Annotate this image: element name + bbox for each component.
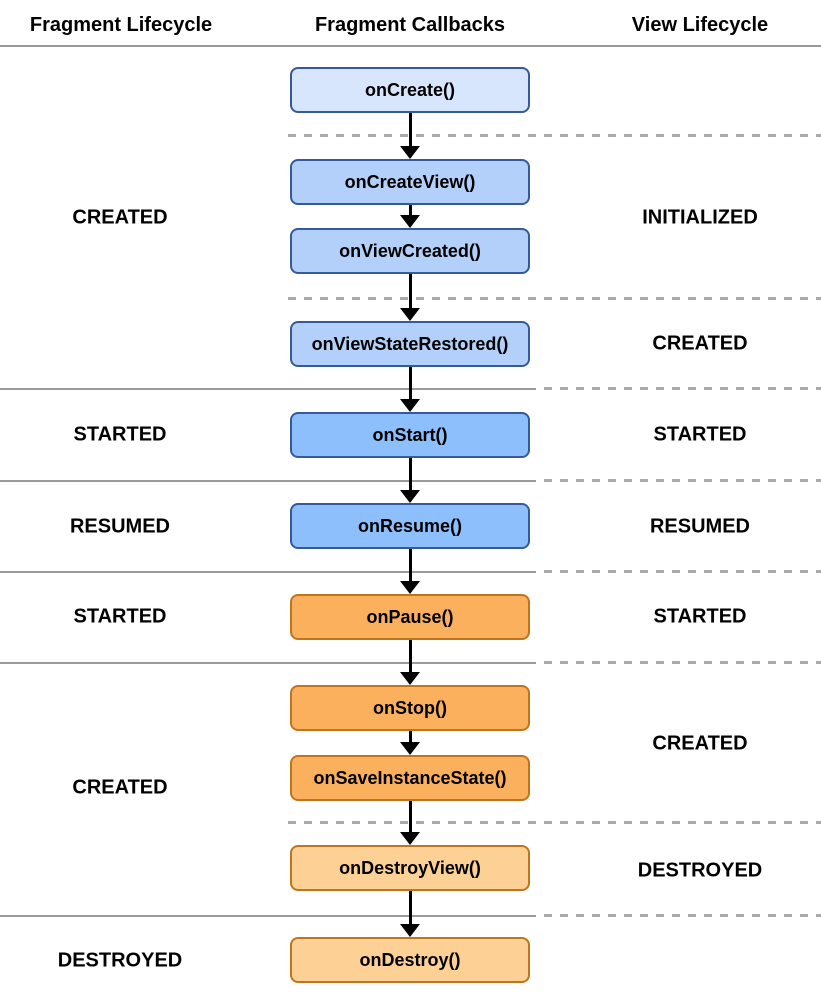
view-state-created: CREATED (652, 332, 748, 355)
view-state-destroyed: DESTROYED (637, 859, 763, 882)
band-divider-dashed (544, 914, 821, 917)
flow-arrow-stem (409, 205, 412, 215)
fragment-state-created-2: CREATED (72, 776, 168, 799)
callback-box-onresume: onResume() (290, 503, 530, 549)
band-divider-solid (0, 915, 536, 917)
flow-arrow-stem (409, 640, 412, 672)
view-state-initialized: INITIALIZED (642, 206, 758, 229)
flow-arrow-stem (409, 549, 412, 581)
flow-arrow-stem (409, 274, 412, 308)
callback-box-onviewstaterestored: onViewStateRestored() (290, 321, 530, 367)
band-divider-solid (0, 480, 536, 482)
fragment-state-started-2: STARTED (73, 605, 167, 628)
band-divider-solid (0, 571, 536, 573)
callback-box-oncreateview: onCreateView() (290, 159, 530, 205)
callback-box-onsaveinstancestate: onSaveInstanceState() (290, 755, 530, 801)
arrow-down-icon (400, 490, 420, 503)
view-state-started: STARTED (653, 423, 747, 446)
header-divider (0, 45, 821, 47)
view-state-started-2: STARTED (653, 605, 747, 628)
band-divider-solid (0, 388, 536, 390)
flow-arrow-stem (409, 458, 412, 490)
band-divider-dashed (288, 821, 821, 824)
view-state-resumed: RESUMED (649, 515, 751, 538)
callback-box-onstart: onStart() (290, 412, 530, 458)
column-header-view-lifecycle: View Lifecycle (631, 14, 769, 36)
arrow-down-icon (400, 672, 420, 685)
flow-arrow-stem (409, 367, 412, 399)
flow-arrow-stem (409, 113, 412, 146)
arrow-down-icon (400, 832, 420, 845)
band-divider-dashed (288, 297, 821, 300)
band-divider-dashed (544, 387, 821, 390)
callback-box-onpause: onPause() (290, 594, 530, 640)
column-header-fragment-lifecycle: Fragment Lifecycle (29, 14, 213, 36)
band-divider-dashed (544, 661, 821, 664)
view-state-created-2: CREATED (652, 732, 748, 755)
band-divider-dashed (544, 479, 821, 482)
arrow-down-icon (400, 399, 420, 412)
callback-box-ondestroyview: onDestroyView() (290, 845, 530, 891)
arrow-down-icon (400, 215, 420, 228)
flow-arrow-stem (409, 891, 412, 924)
arrow-down-icon (400, 581, 420, 594)
column-header-fragment-callbacks: Fragment Callbacks (314, 14, 506, 36)
flow-arrow-stem (409, 731, 412, 742)
fragment-state-started: STARTED (73, 423, 167, 446)
callback-box-oncreate: onCreate() (290, 67, 530, 113)
callback-box-ondestroy: onDestroy() (290, 937, 530, 983)
arrow-down-icon (400, 146, 420, 159)
fragment-state-resumed: RESUMED (69, 515, 171, 538)
fragment-state-created: CREATED (72, 206, 168, 229)
fragment-state-destroyed: DESTROYED (57, 949, 183, 972)
callback-box-onviewcreated: onViewCreated() (290, 228, 530, 274)
arrow-down-icon (400, 742, 420, 755)
callback-box-onstop: onStop() (290, 685, 530, 731)
band-divider-dashed (288, 134, 821, 137)
arrow-down-icon (400, 308, 420, 321)
flow-arrow-stem (409, 801, 412, 832)
band-divider-solid (0, 662, 536, 664)
arrow-down-icon (400, 924, 420, 937)
band-divider-dashed (544, 570, 821, 573)
